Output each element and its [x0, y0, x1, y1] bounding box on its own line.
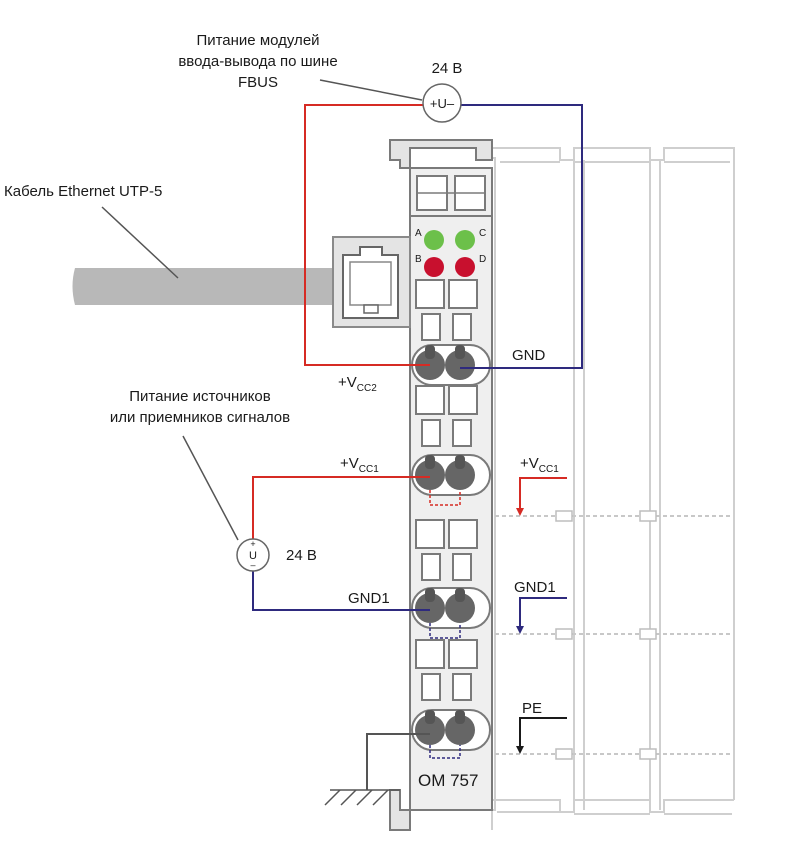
- led-d: [455, 257, 475, 277]
- arrowheads: [516, 508, 524, 754]
- voltage-left-label: 24 В: [286, 547, 317, 564]
- led-b-label: B: [415, 254, 422, 265]
- vcc1-right-label: +VCC1: [520, 455, 559, 475]
- fbus-power-label-line2: ввода-вывода по шине: [178, 53, 337, 70]
- power-symbol-plus: +: [250, 539, 255, 549]
- terminal-gnd1: [411, 587, 491, 639]
- ethernet-cable-label: Кабель Ethernet UTP-5: [4, 183, 162, 200]
- power-source-left-icon: + U –: [236, 538, 270, 572]
- signal-power-label-line1: Питание источников: [129, 388, 271, 405]
- signal-power-label-line2: или приемников сигналов: [110, 409, 290, 426]
- ghost-modules: [491, 140, 735, 830]
- led-c: [455, 230, 475, 250]
- terminal-vcc2-gnd: [411, 344, 491, 386]
- terminal-vcc1: [411, 454, 491, 506]
- gnd1-right-label: GND1: [514, 579, 556, 596]
- vcc2-label: +VCC2: [338, 374, 377, 394]
- leader-lines: [101, 79, 423, 541]
- pe-label: PE: [522, 700, 542, 717]
- voltage-top-label: 24 В: [432, 60, 463, 77]
- gnd-label: GND: [512, 347, 546, 364]
- ethernet-cable: [72, 268, 333, 305]
- power-symbol-top: +U–: [430, 96, 455, 111]
- wires: [252, 104, 583, 790]
- fbus-power-label-line3: FBUS: [238, 74, 278, 91]
- bus-contacts: [488, 515, 730, 755]
- led-a: [424, 230, 444, 250]
- module-name-label: OM 757: [418, 771, 478, 790]
- led-a-label: A: [415, 228, 422, 239]
- gnd1-left-label: GND1: [348, 590, 390, 607]
- module-om757: [389, 139, 493, 831]
- vcc1-left-label: +VCC1: [340, 455, 379, 475]
- fbus-power-label-line1: Питание модулей: [196, 32, 319, 49]
- led-b: [424, 257, 444, 277]
- rj45-socket-icon: [332, 236, 411, 328]
- ground-symbol-icon: [324, 789, 400, 806]
- led-c-label: C: [479, 228, 486, 239]
- terminal-pe: [411, 709, 491, 759]
- led-d-label: D: [479, 254, 486, 265]
- power-symbol-minus: –: [250, 560, 255, 570]
- power-symbol-u: U: [249, 550, 257, 562]
- power-source-icon: +U–: [422, 83, 462, 123]
